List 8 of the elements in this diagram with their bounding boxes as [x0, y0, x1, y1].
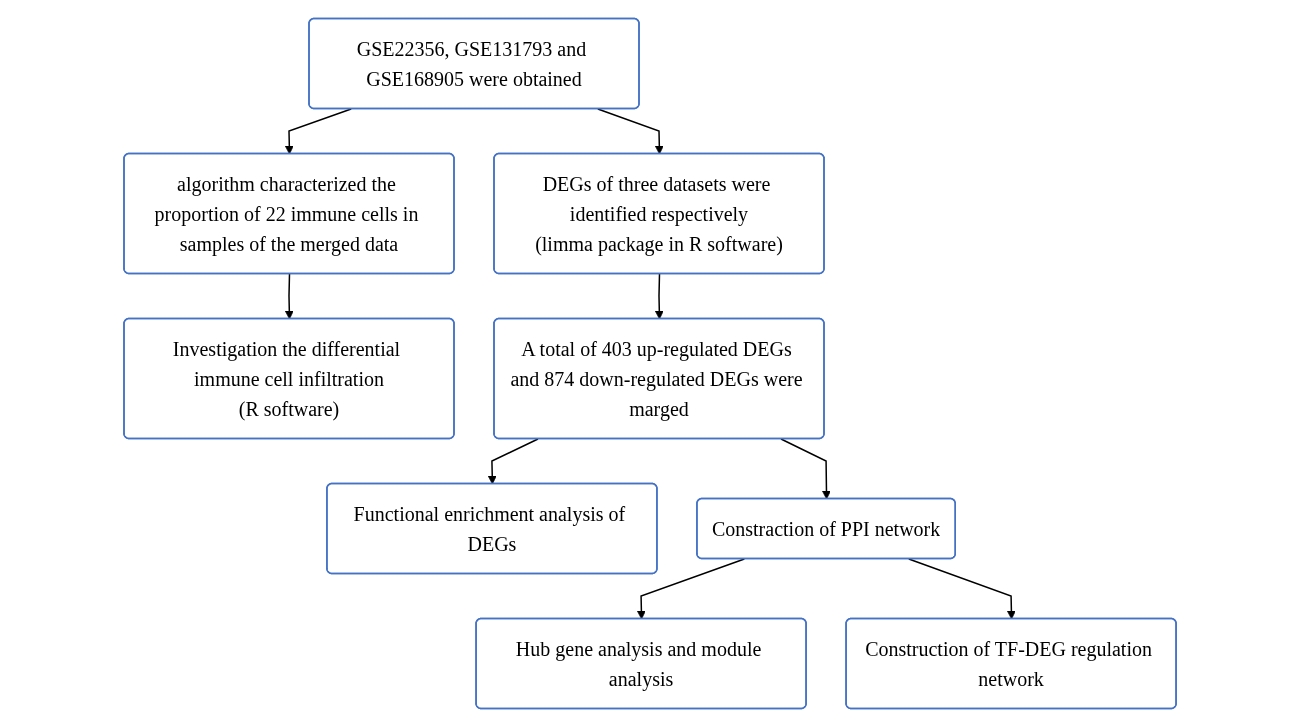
arrow — [637, 558, 746, 620]
arrow — [597, 108, 665, 155]
arrow — [655, 273, 665, 320]
arrow — [780, 438, 832, 500]
arrow — [285, 108, 353, 155]
arrow — [488, 438, 540, 485]
arrow — [285, 273, 295, 320]
arrow — [908, 558, 1017, 620]
